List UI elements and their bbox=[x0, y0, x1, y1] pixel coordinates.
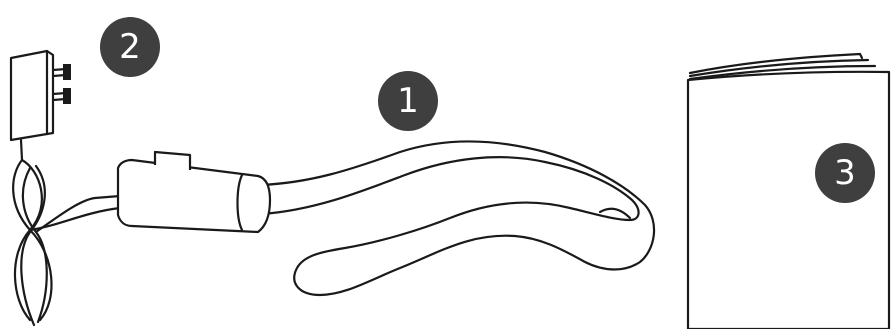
callout-badge-charger: 2 bbox=[100, 17, 160, 77]
callout-number-strap: 1 bbox=[397, 81, 419, 121]
callout-badge-strap: 1 bbox=[378, 71, 438, 131]
strap-device-illustration bbox=[118, 141, 654, 295]
wall-charger-illustration bbox=[11, 51, 120, 325]
callout-number-manual: 3 bbox=[834, 153, 856, 193]
callout-badge-manual: 3 bbox=[815, 143, 875, 203]
callout-number-charger: 2 bbox=[119, 27, 141, 67]
